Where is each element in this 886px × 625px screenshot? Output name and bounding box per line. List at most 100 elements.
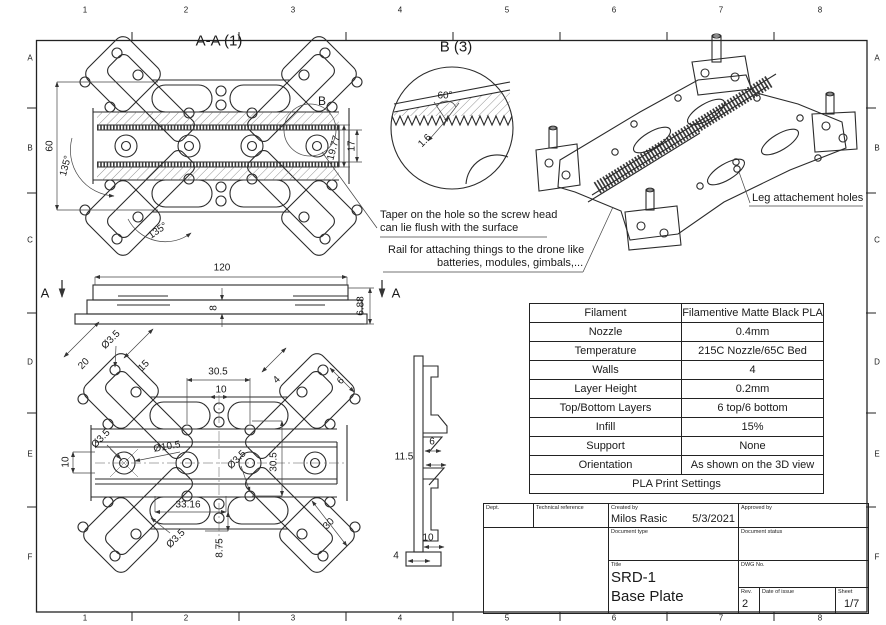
dim-side-total-height: 6.88 (355, 296, 367, 316)
taper-leader-line (321, 151, 378, 229)
print-setting-value: 0.2mm (682, 380, 823, 399)
print-setting-value: 15% (682, 418, 823, 437)
rev-label: Rev. (741, 589, 752, 595)
dim-aa-rail-inner: 17 (346, 140, 358, 152)
grid-row-label: E (874, 449, 880, 459)
dim-detail-angle: 60° (437, 90, 453, 102)
grid-row-label: B (874, 143, 880, 153)
annotation-rail-line2: batteries, modules, gimbals,... (437, 257, 584, 269)
titleblock-techref-cell: Technical reference (534, 504, 609, 528)
bottom-view (63, 321, 361, 577)
created-by-label: Created by (611, 505, 638, 511)
print-setting-label: Infill (530, 418, 682, 437)
technical-reference-label: Technical reference (536, 505, 584, 511)
print-setting-value: Filamentive Matte Black PLA (682, 304, 823, 323)
print-setting-value: 0.4mm (682, 323, 823, 342)
detail-b-view (390, 66, 514, 190)
print-setting-value: As shown on the 3D view (682, 456, 823, 475)
iso-rail-teeth (593, 75, 774, 194)
grid-row-label: E (27, 449, 33, 459)
print-setting-value: 4 (682, 361, 823, 380)
grid-col-label: 2 (183, 613, 189, 623)
approved-by-label: Approved by (741, 505, 772, 511)
print-setting-value: 6 top/6 bottom (682, 399, 823, 418)
document-type-label: Document type (611, 529, 648, 535)
profile-view (405, 355, 448, 567)
dim-bottom-slot-span: 30.5 (208, 366, 228, 378)
grid-col-label: 7 (718, 5, 724, 15)
drawing-title-line1: SRD-1 (611, 569, 657, 586)
side-view (58, 275, 386, 327)
dim-bottom-slot-inner: 10 (215, 384, 227, 396)
grid-row-label: A (27, 53, 33, 63)
detail-b-indicator-circle (283, 103, 337, 157)
title-block: Dept. Technical reference Created by Mil… (483, 503, 869, 614)
annotation-leg-holes: Leg attachement holes (752, 192, 864, 204)
annotation-rail-line1: Rail for attaching things to the drone l… (388, 244, 585, 256)
date-of-issue-label: Date of issue (762, 589, 795, 595)
print-setting-label: Layer Height (530, 380, 682, 399)
drawing-title-line2: Base Plate (611, 588, 684, 605)
dim-profile-lower-width: 10 (422, 532, 434, 544)
print-settings-table: Filament Filamentive Matte Black PLA Noz… (529, 303, 824, 494)
dim-aa-height: 60 (44, 140, 56, 152)
dim-bottom-lower-offset: 8.75 (214, 538, 226, 558)
grid-row-label: D (27, 357, 33, 367)
titleblock-dateofissue-cell: Date of issue (760, 588, 836, 613)
dim-profile-base-thickness: 4 (393, 550, 399, 562)
grid-row-label: C (874, 235, 880, 245)
titleblock-sheet-cell: Sheet 1/7 (836, 588, 868, 613)
titleblock-createdby-cell: Created by Milos Rasic 5/3/2021 (609, 504, 739, 528)
titleblock-dwgno-cell: DWG No. (739, 561, 868, 588)
rev-value: 2 (742, 598, 749, 610)
grid-col-label: 1 (82, 613, 88, 623)
titleblock-approvedby-cell: Approved by (739, 504, 868, 528)
grid-col-label: 3 (290, 613, 296, 623)
title-label: Title (611, 562, 622, 568)
print-setting-value: None (682, 437, 823, 456)
leg-holes-leader (738, 171, 751, 204)
grid-col-label: 8 (817, 5, 823, 15)
grid-col-label: 6 (611, 613, 617, 623)
sheet-border (35, 39, 868, 613)
grid-row-label: B (27, 143, 33, 153)
created-date: 5/3/2021 (692, 513, 735, 525)
dim-profile-notch-width: 6 (429, 436, 435, 448)
sheet-value: 1/7 (844, 598, 860, 610)
titleblock-docstatus-cell: Document status (739, 528, 868, 561)
dim-bottom-vertical-span: 30.5 (268, 452, 280, 472)
titleblock-title-cell: Title SRD-1 Base Plate (609, 561, 739, 613)
detail-b-ref-label: B (317, 94, 327, 108)
grid-col-label: 7 (718, 613, 724, 623)
print-setting-label: Support (530, 437, 682, 456)
dim-bottom-hole-span: 33.16 (175, 499, 201, 511)
print-setting-label: Temperature (530, 342, 682, 361)
iso-3d-view (535, 33, 863, 251)
titleblock-doctype-cell: Document type (609, 528, 739, 561)
dim-side-thickness: 8 (208, 305, 220, 311)
grid-col-label: 4 (397, 5, 403, 15)
grid-row-label: D (874, 357, 880, 367)
dim-bottom-rail-width: 10 (60, 456, 72, 468)
print-setting-label: Filament (530, 304, 682, 323)
grid-row-label: F (874, 552, 880, 562)
grid-col-label: 8 (817, 613, 823, 623)
section-cut-arrows (58, 280, 386, 298)
detail-b-title: B (3) (439, 38, 473, 56)
grid-col-label: 6 (611, 5, 617, 15)
dim-profile-notch-depth: 11.5 (394, 451, 414, 463)
annotation-taper-line1: Taper on the hole so the screw head (380, 209, 558, 221)
print-settings-table-caption: PLA Print Settings (632, 478, 721, 490)
grid-col-label: 1 (82, 5, 88, 15)
grid-row-label: C (27, 235, 33, 245)
dim-side-width: 120 (213, 262, 231, 274)
document-status-label: Document status (741, 529, 783, 535)
section-aa-title: A-A (1) (195, 32, 243, 50)
grid-row-label: A (874, 53, 880, 63)
created-by-name: Milos Rasic (611, 513, 668, 525)
section-marker-right: A (391, 285, 401, 301)
print-setting-label: Top/Bottom Layers (530, 399, 682, 418)
sheet-label: Sheet (838, 589, 853, 595)
